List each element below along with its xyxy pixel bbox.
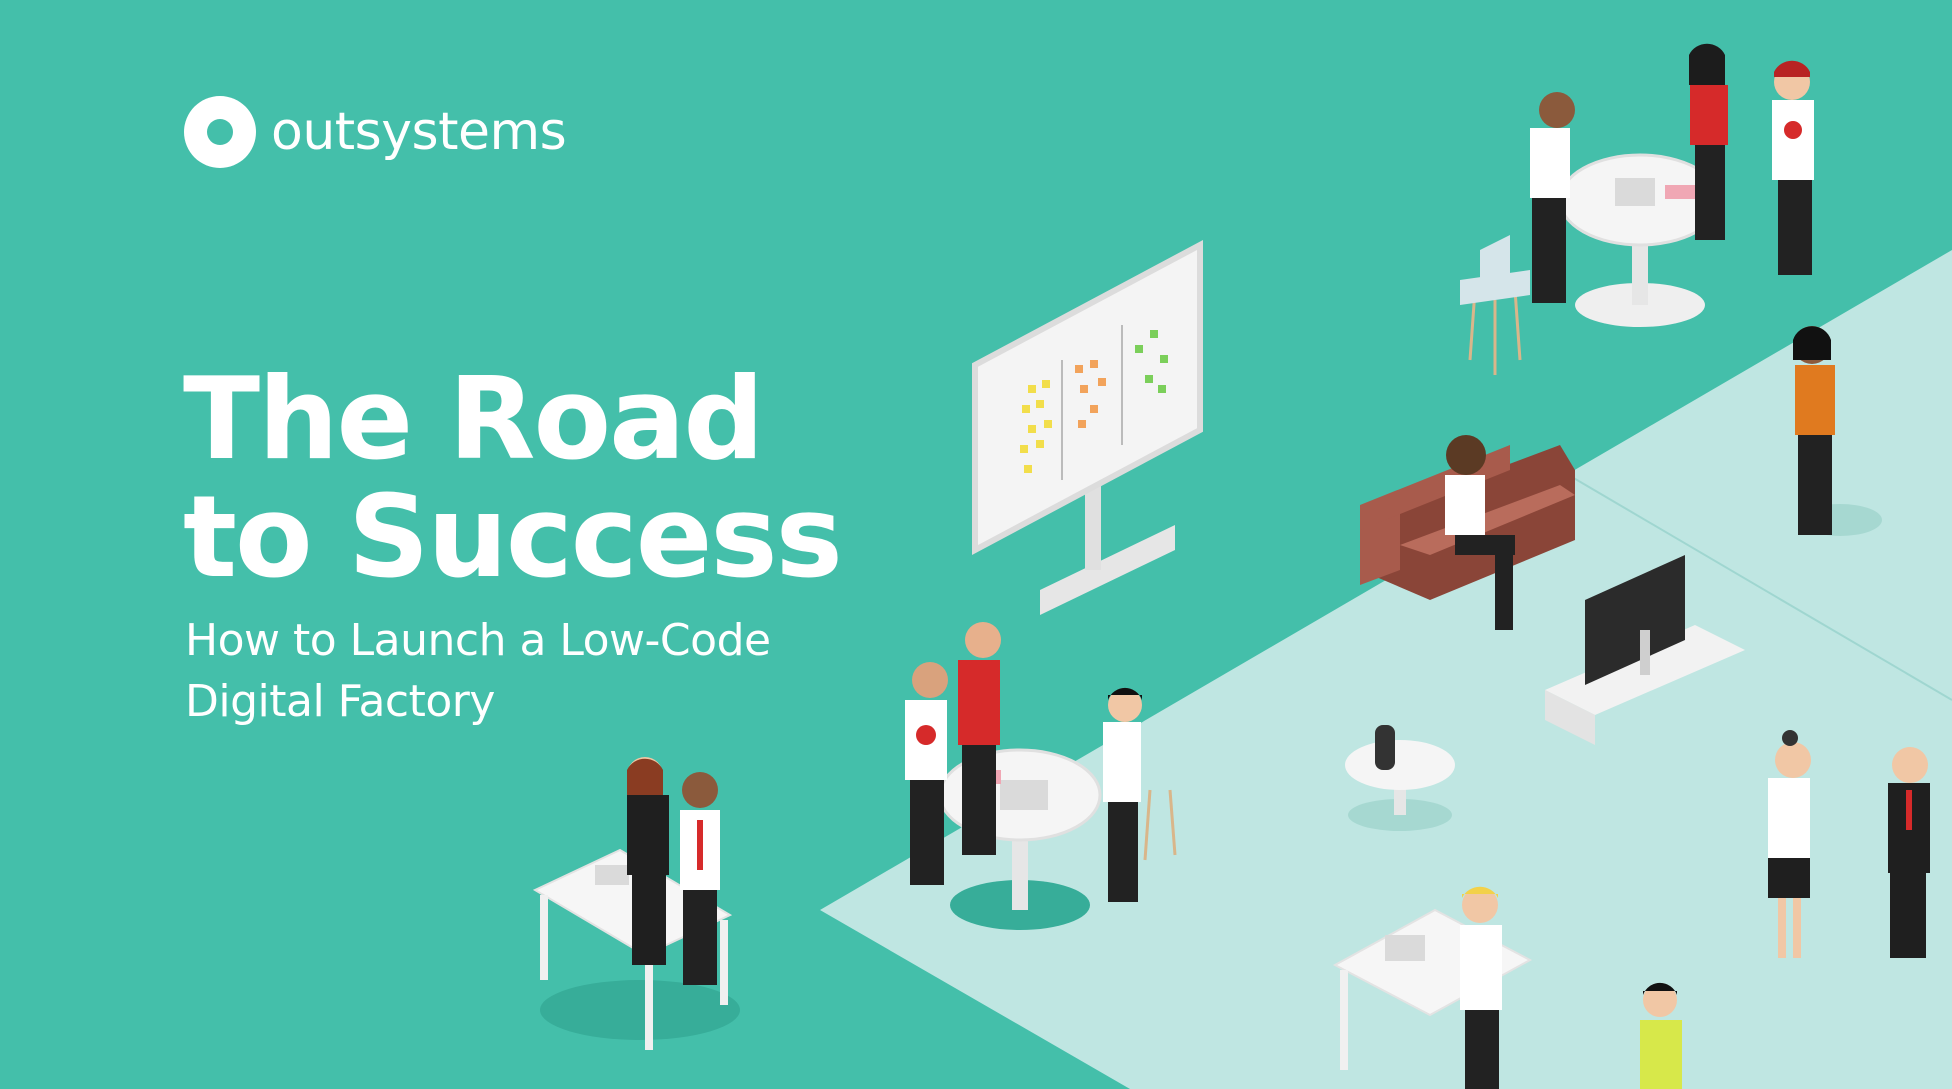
round-table-icon: [1558, 153, 1722, 327]
person-icon: [627, 757, 669, 965]
subtitle-line-1: How to Launch a Low-Code: [185, 615, 771, 666]
person-icon: [680, 772, 720, 985]
person-icon: [1640, 982, 1682, 1089]
person-icon: [1768, 730, 1811, 958]
title-line-1: The Road: [183, 353, 764, 485]
subtitle-line-2: Digital Factory: [185, 676, 495, 727]
stool-icon: [1143, 789, 1177, 861]
person-icon: [1772, 60, 1814, 275]
brand-name: outsystems: [271, 102, 567, 162]
person-icon: [1530, 92, 1575, 303]
stool-icon: [1468, 289, 1522, 375]
person-icon: [905, 662, 948, 885]
outsystems-ring-icon: [184, 96, 256, 168]
stool-back: [1480, 235, 1510, 295]
person-icon: [1793, 326, 1882, 536]
page-title: The Road to Success: [183, 353, 843, 603]
floor-line: [1559, 469, 1952, 701]
person-icon: [1888, 747, 1930, 958]
person-icon: [1460, 886, 1502, 1089]
brand-logo: outsystems: [183, 95, 567, 169]
person-icon: [1103, 687, 1142, 902]
kanban-board-icon: [972, 240, 1203, 615]
title-line-2: to Success: [183, 471, 843, 603]
monitor-icon: [1545, 555, 1745, 745]
floor-area: [820, 250, 1952, 1089]
person-icon: [1445, 435, 1515, 630]
smart-speaker-icon: [1345, 725, 1455, 831]
person-icon: [1689, 43, 1728, 240]
person-icon: [958, 622, 1001, 855]
page-subtitle: How to Launch a Low-Code Digital Factory: [185, 610, 771, 732]
